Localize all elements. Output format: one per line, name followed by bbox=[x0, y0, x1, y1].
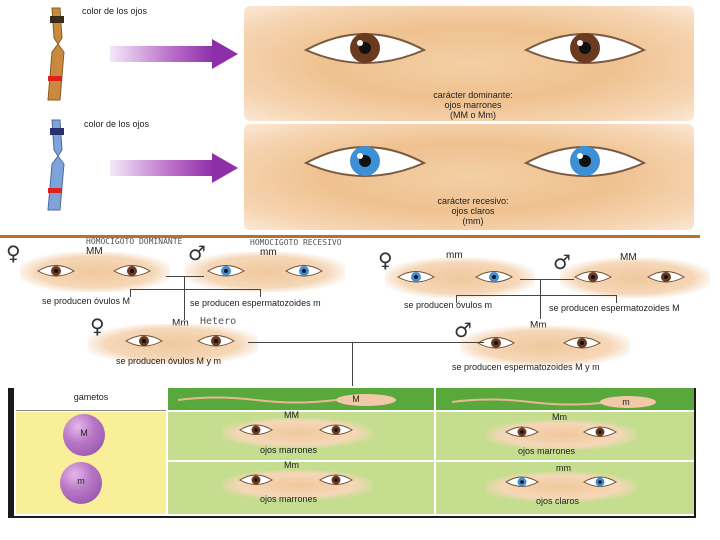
connector-line bbox=[248, 342, 484, 343]
male-symbol-icon: ♂ bbox=[553, 250, 571, 274]
connector-line bbox=[456, 295, 616, 296]
eye-blue-small-icon bbox=[285, 265, 323, 277]
cell-phenotype: ojos marrones bbox=[518, 446, 576, 456]
face-blob bbox=[222, 470, 372, 500]
female-genotype: mm bbox=[446, 250, 463, 261]
connector-line bbox=[616, 295, 617, 303]
sperm-icon bbox=[451, 396, 656, 408]
eye-blue-left-icon bbox=[303, 146, 427, 177]
recessive-caption: carácter recesivo: ojos claros (mm) bbox=[408, 196, 538, 226]
cell-genotype: Mm bbox=[284, 460, 299, 470]
punnett-header-cell bbox=[16, 388, 166, 411]
eye-brown-small-icon bbox=[319, 474, 353, 485]
eye-brown-small-icon bbox=[505, 426, 539, 437]
eye-brown-small-icon bbox=[319, 424, 353, 435]
cell-genotype: mm bbox=[556, 463, 571, 473]
arrow-head-icon bbox=[212, 153, 238, 183]
recessive-caption-line: (mm) bbox=[462, 216, 484, 226]
connector-line bbox=[260, 289, 261, 297]
brown-eyes-panel bbox=[244, 6, 694, 121]
ovum-gamete-label: M bbox=[80, 428, 88, 438]
chromosome-brown-icon bbox=[47, 7, 65, 101]
sperm-gamete-label: M bbox=[352, 394, 360, 404]
eye-brown-right-icon bbox=[523, 33, 647, 64]
connector-line bbox=[166, 276, 204, 277]
male-genotype: MM bbox=[620, 252, 637, 263]
cell-phenotype: ojos claros bbox=[536, 496, 580, 506]
female-symbol-icon: ♀ bbox=[378, 248, 393, 272]
eye-brown-small-icon bbox=[37, 265, 75, 277]
eye-brown-small-icon bbox=[113, 265, 151, 277]
recessive-caption-line: carácter recesivo: bbox=[437, 196, 509, 206]
male-gametes-text: se producen espermatozoides m bbox=[190, 298, 321, 308]
male-genotype: mm bbox=[260, 247, 277, 258]
handwritten-note: HOMOCIGOTO DOMINANTE bbox=[86, 237, 183, 246]
punnett-header: gametos bbox=[73, 392, 109, 402]
sperm-icon bbox=[177, 394, 396, 406]
eye-brown-small-icon bbox=[574, 271, 612, 283]
chromosome-blue-label: color de los ojos bbox=[84, 119, 150, 129]
recessive-caption-line: ojos claros bbox=[451, 206, 495, 216]
cell-genotype: Mm bbox=[552, 412, 567, 422]
ovum-gamete-label: m bbox=[77, 476, 85, 486]
eye-brown-small-icon bbox=[197, 335, 235, 347]
eye-brown-small-icon bbox=[647, 271, 685, 283]
sperm-gamete-label: m bbox=[622, 397, 630, 407]
female-symbol-icon: ♀ bbox=[6, 241, 21, 265]
chromosome-brown-label: color de los ojos bbox=[82, 6, 148, 16]
arrow-body bbox=[110, 160, 214, 176]
face-blob bbox=[486, 420, 636, 450]
female-gametes-text: se producen óvulos M y m bbox=[116, 356, 222, 366]
handwritten-note: HOMOCIGOTO RECESIVO bbox=[250, 238, 342, 247]
eye-blue-small-icon bbox=[505, 476, 539, 487]
dominant-caption-line: (MM o Mm) bbox=[450, 110, 496, 120]
eye-brown-left-icon bbox=[303, 33, 427, 64]
chromosome-blue-icon bbox=[47, 119, 65, 211]
dominant-caption-line: carácter dominante: bbox=[433, 90, 513, 100]
dominant-caption: carácter dominante: ojos marrones (MM o … bbox=[408, 90, 538, 120]
connector-line bbox=[456, 295, 457, 303]
blue-eyes-panel bbox=[244, 124, 694, 230]
ovum-icon bbox=[63, 414, 105, 456]
eye-blue-small-icon bbox=[207, 265, 245, 277]
male-gametes-text: se producen espermatozoides M bbox=[549, 303, 680, 313]
eye-blue-small-icon bbox=[475, 271, 513, 283]
eye-brown-small-icon bbox=[563, 337, 601, 349]
arrow-head-icon bbox=[212, 39, 238, 69]
handwritten-note: Hetero bbox=[200, 316, 237, 327]
cell-phenotype: ojos marrones bbox=[260, 494, 318, 504]
female-genotype: MM bbox=[86, 246, 103, 257]
cell-genotype: MM bbox=[284, 410, 299, 420]
connector-line bbox=[130, 289, 131, 297]
dominant-caption-line: ojos marrones bbox=[444, 100, 502, 110]
eye-brown-small-icon bbox=[477, 337, 515, 349]
ovum-icon bbox=[60, 462, 102, 504]
connector-line bbox=[540, 279, 541, 319]
cell-phenotype: ojos marrones bbox=[260, 445, 318, 455]
eye-brown-small-icon bbox=[239, 424, 273, 435]
eye-blue-small-icon bbox=[397, 271, 435, 283]
eye-blue-small-icon bbox=[583, 476, 617, 487]
male-symbol-icon: ♂ bbox=[454, 318, 472, 342]
female-symbol-icon: ♀ bbox=[90, 314, 105, 338]
section-divider bbox=[0, 235, 700, 238]
offspring-genotype: Mm bbox=[530, 320, 547, 331]
face-blob bbox=[88, 324, 258, 364]
connector-line bbox=[184, 276, 185, 320]
male-symbol-icon: ♂ bbox=[188, 241, 206, 265]
eye-brown-small-icon bbox=[583, 426, 617, 437]
arrow-body bbox=[110, 46, 214, 62]
female-gametes-text: se producen óvulos M bbox=[42, 296, 131, 306]
offspring-genotype: Mm bbox=[172, 318, 189, 329]
face-blob bbox=[486, 472, 636, 502]
eye-brown-small-icon bbox=[125, 335, 163, 347]
connector-line bbox=[130, 289, 260, 290]
connector-line bbox=[352, 342, 353, 388]
male-gametes-text: se producen espermatozoides M y m bbox=[452, 362, 600, 372]
female-gametes-text: se producen óvulos m bbox=[404, 300, 493, 310]
eye-brown-small-icon bbox=[239, 474, 273, 485]
eye-blue-right-icon bbox=[523, 146, 647, 177]
connector-line bbox=[520, 279, 574, 280]
